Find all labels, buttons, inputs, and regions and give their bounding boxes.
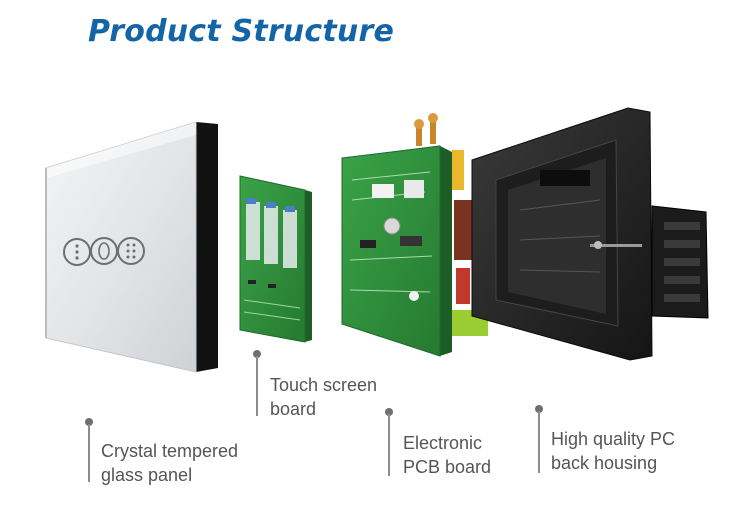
touch-board-label-line1: Touch screen [270, 375, 378, 395]
touch-board-leader-line [256, 356, 258, 416]
pcb-board-label-line1: Electronic [403, 433, 483, 453]
touch-button-right-icon [117, 237, 145, 265]
pcb-board-label: Electronic PCB board [403, 431, 491, 479]
touch-board-label-line2: board [270, 399, 317, 419]
back-housing-label: High quality PC back housing [551, 427, 675, 475]
back-housing-pointer-dot [535, 405, 543, 413]
pcb-board-leader-line [388, 414, 390, 476]
glass-panel-leader-line [88, 424, 90, 482]
page-title: Product Structure [88, 14, 394, 49]
back-housing-leader-line [538, 411, 540, 473]
pcb-board-label-line2: PCB board [403, 457, 492, 477]
glass-panel-label-line2: glass panel [101, 465, 193, 485]
touch-board-pointer-dot [253, 350, 261, 358]
pcb-board-pointer-dot [385, 408, 393, 416]
glass-panel-pointer-dot [85, 418, 93, 426]
touch-board-label: Touch screen board [270, 373, 377, 421]
glass-panel-label: Crystal tempered glass panel [101, 439, 238, 487]
pcb-board [341, 113, 488, 357]
touch-button-left-icon [63, 238, 91, 266]
glass-panel-label-line1: Crystal tempered [101, 441, 239, 461]
back-housing [471, 107, 709, 361]
glass-panel [45, 121, 218, 373]
back-housing-label-line2: back housing [551, 453, 658, 473]
touch-screen-board [239, 175, 312, 343]
back-housing-label-line1: High quality PC [551, 429, 676, 449]
